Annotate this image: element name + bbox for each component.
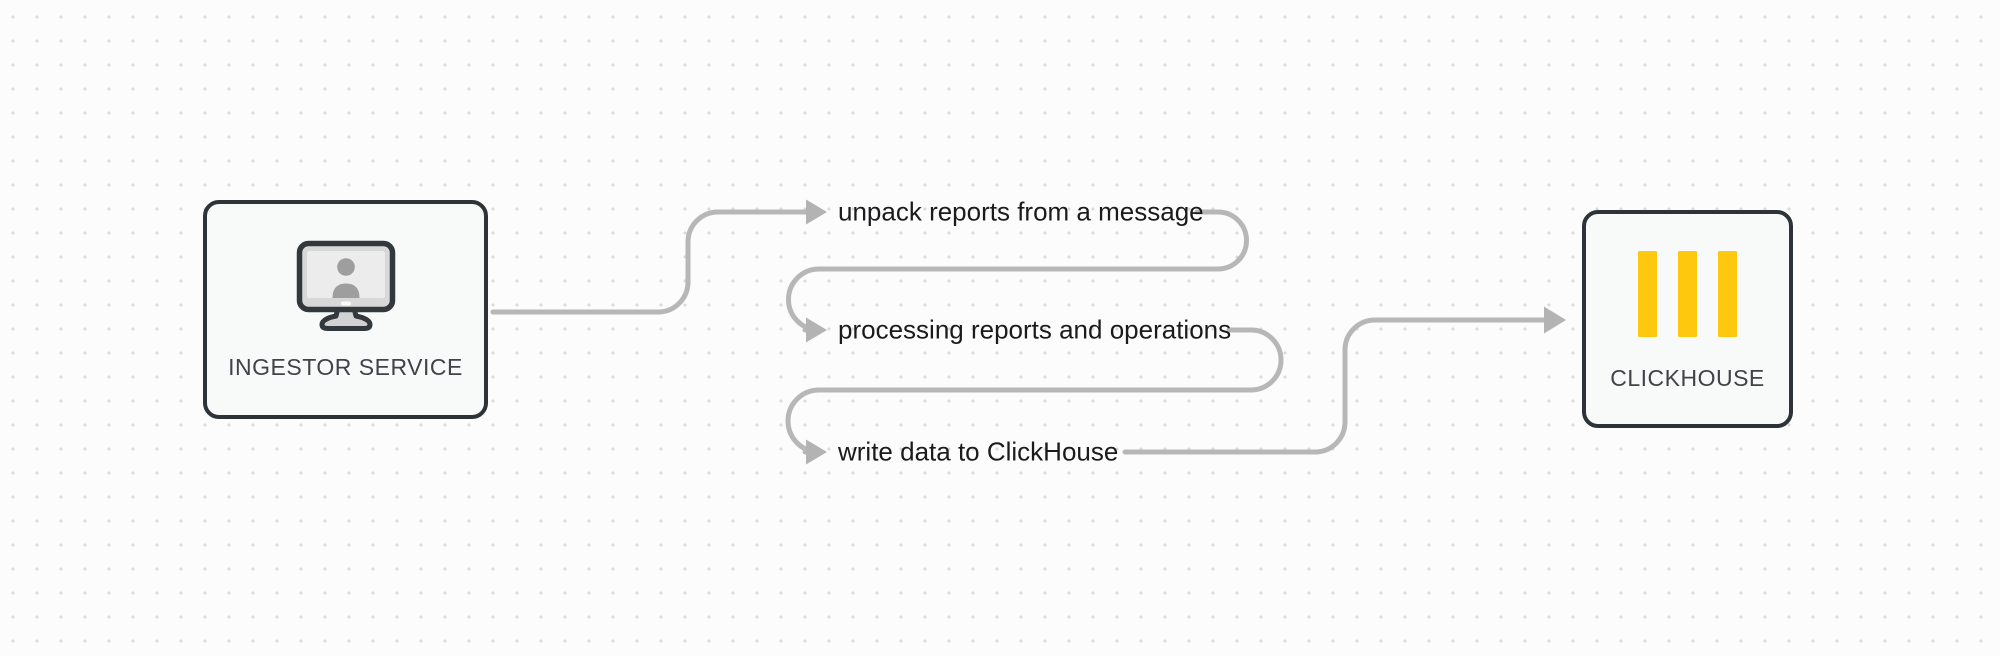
step-label-unpack-reports: unpack reports from a message	[838, 196, 1204, 227]
node-label-ingestor-service: INGESTOR SERVICE	[228, 354, 463, 380]
step-label-processing-reports: processing reports and operations	[838, 314, 1232, 345]
monitor-stand	[319, 305, 372, 331]
person-shoulders	[332, 283, 359, 298]
node-ingestor-service: INGESTOR SERVICE	[203, 200, 488, 419]
step-label-write-data: write data to ClickHouse	[838, 436, 1119, 467]
node-label-clickhouse: CLICKHOUSE	[1610, 365, 1765, 391]
connector-step1-to-step2	[786, 209, 1249, 333]
arrowhead-icon	[1544, 306, 1566, 334]
clickhouse-bars-icon	[1637, 251, 1738, 337]
user-monitor-icon	[296, 240, 396, 332]
person-head	[336, 258, 355, 276]
arrowhead-icon	[806, 199, 827, 225]
node-clickhouse: CLICKHOUSE	[1582, 210, 1793, 428]
arrowhead-icon	[806, 439, 827, 465]
connector-ingestor-to-step1	[490, 209, 809, 315]
arrowhead-icon	[806, 317, 827, 343]
connector-step2-to-step3	[785, 327, 1284, 455]
monitor-notch	[340, 301, 351, 306]
